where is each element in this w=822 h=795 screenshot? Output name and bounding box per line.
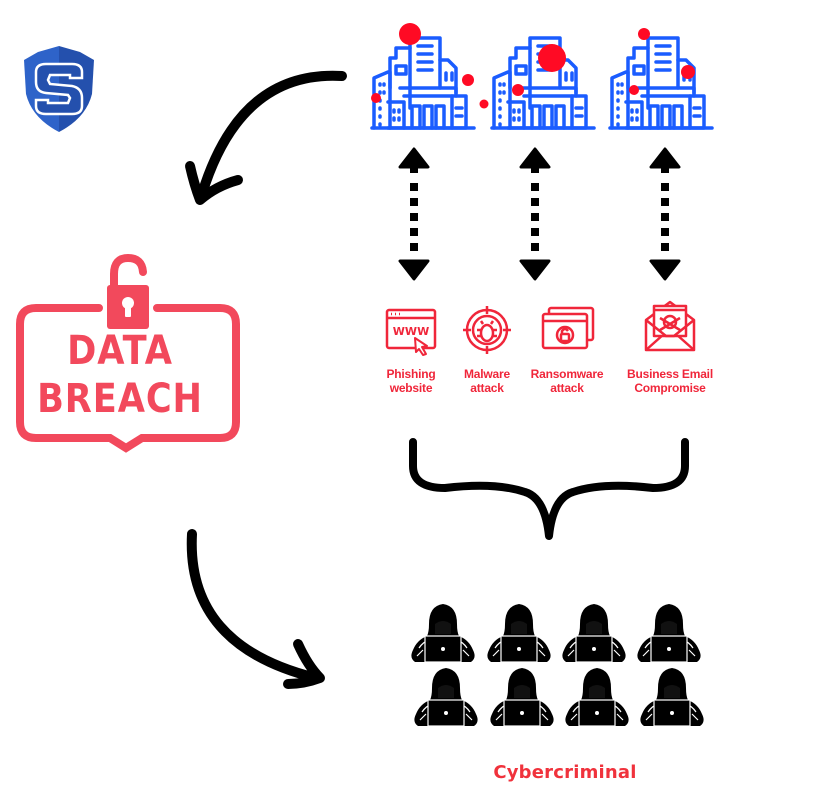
hooded-hacker-laptop-icon: [490, 668, 554, 727]
unlocked-padlock-icon: [16, 253, 240, 453]
cybercriminal-figure: [407, 602, 479, 666]
attack-label-line2: Compromise: [634, 381, 706, 395]
breach-title-line1: DATA: [67, 328, 173, 374]
bug-target-icon: [463, 306, 511, 354]
shield-s-logo-icon: [24, 46, 94, 132]
office-buildings-icon: [370, 23, 489, 130]
cybercriminal-figure: [561, 666, 633, 730]
www-browser-cursor-icon: WWW: [385, 308, 437, 356]
curly-brace: [409, 438, 689, 540]
cybercriminal-label: Cybercriminal: [493, 762, 637, 783]
organization-building: [606, 18, 716, 136]
breach-dot: [512, 84, 524, 96]
shield-logo: [20, 44, 98, 134]
breach-dot: [371, 93, 381, 103]
attack-label-line2: attack: [470, 381, 504, 395]
breach-dot: [462, 74, 474, 86]
breach-dot: [629, 85, 639, 95]
hooded-hacker-laptop-icon: [562, 604, 626, 663]
office-buildings-icon: [608, 28, 714, 130]
cybercriminal-figure: [486, 666, 558, 730]
dotted-double-arrow-icon: [519, 147, 551, 281]
breach-dot: [479, 99, 489, 109]
breach-title-line2: BREACH: [37, 376, 203, 422]
hooded-hacker-laptop-icon: [414, 668, 478, 727]
attack-label-line1: Malware: [464, 367, 510, 381]
organization-building: [488, 18, 598, 136]
skull-envelope-icon: [644, 300, 696, 352]
locked-windows-icon: [541, 306, 595, 350]
cybercriminal-figure: [410, 666, 482, 730]
curved-arrow-to-cybercriminals: [186, 529, 325, 689]
dotted-double-arrow-icon: [398, 147, 430, 281]
breach-dot: [538, 44, 566, 72]
data-breach-sign: DATA BREACH: [14, 250, 244, 455]
curved-arrow-to-breach: [185, 70, 347, 205]
cybercriminal-figure: [483, 602, 555, 666]
dotted-double-arrow-icon: [649, 147, 681, 281]
office-buildings-icon: [490, 36, 596, 130]
hooded-hacker-laptop-icon: [640, 668, 704, 727]
breach-dot: [399, 23, 421, 45]
attack-label-line1: Business Email: [627, 367, 713, 381]
hooded-hacker-laptop-icon: [565, 668, 629, 727]
hooded-hacker-laptop-icon: [411, 604, 475, 663]
breach-dot: [638, 28, 650, 40]
attack-label-line2: attack: [550, 381, 584, 395]
cybercriminal-figure: [633, 602, 705, 666]
cybercriminal-figure: [558, 602, 630, 666]
hooded-hacker-laptop-icon: [487, 604, 551, 663]
attack-label-line2: website: [389, 381, 433, 395]
cybercriminal-figure: [636, 666, 708, 730]
attack-label-line1: Phishing: [386, 367, 436, 381]
attack-label-line1: Ransomware: [530, 367, 604, 381]
svg-text:WWW: WWW: [393, 325, 429, 338]
organization-building: [368, 18, 489, 136]
breach-dot: [681, 65, 695, 79]
hooded-hacker-laptop-icon: [637, 604, 701, 663]
